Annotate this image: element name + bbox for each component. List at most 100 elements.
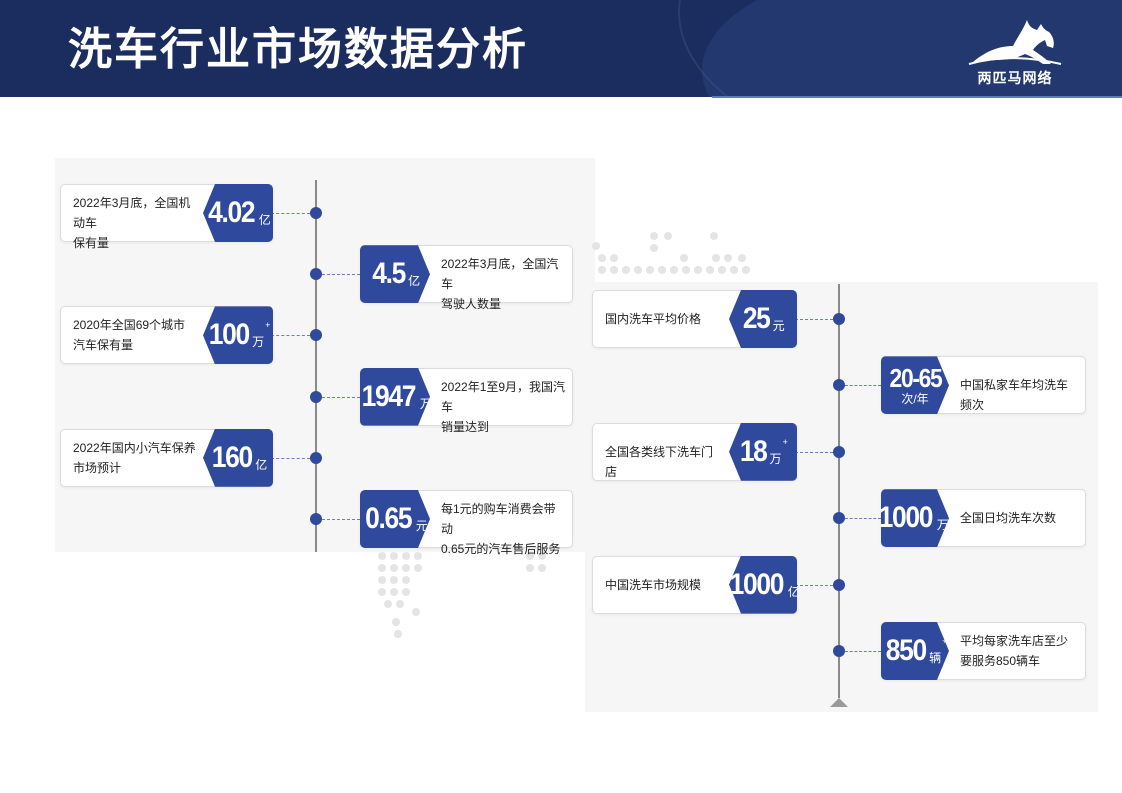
stat-number: 100 [208,318,249,352]
timeline-connector [795,451,833,453]
stat-label-line: 销量达到 [441,419,490,434]
timeline-node [310,513,322,525]
stat-label-line: 平均每家洗车店至少 [960,634,1069,648]
stat-label: 每1元的购车消费会带动 0.65元的汽车售后服务 [441,499,566,559]
stat-label-line: 全国日均洗车次数 [960,511,1057,526]
stat-plus-mark: + [265,320,271,331]
stat-label: 2022年3月底，全国汽车驾驶人数量 [441,254,566,314]
timeline-axis [315,180,317,552]
stat-label-line: 中国私家车年均洗车频次 [960,378,1069,413]
timeline-arrow-icon [830,698,848,707]
horse-logo-icon [968,20,1062,65]
timeline-axis [838,284,840,698]
stat-plus-mark: + [782,436,788,447]
timeline-connector [845,518,881,520]
stat-label-line: 2022年1至9月，我国汽车 [441,379,566,414]
stat-unit: 元 [415,519,428,533]
stat-label: 平均每家洗车店至少要服务850辆车 [960,631,1079,671]
stat-unit: 次/年 [901,392,929,407]
stat-unit: 万 [252,335,265,350]
stat-unit: 元 [772,319,785,333]
stat-label-line: 2022年3月底，全国汽车 [441,257,559,292]
timeline-connector [795,584,833,586]
logo-text: 两匹马网络 [977,70,1053,86]
stat-label-line: 每1元的购车消费会带动 [441,502,556,536]
timeline-node [310,451,322,464]
timeline-connector [845,385,881,387]
stat-label-line: 保有量 [73,236,110,250]
timeline-node [833,313,845,325]
stat-label-line: 中国洗车市场规模 [605,577,702,592]
timeline-node [310,329,322,342]
stat-unit: 亿 [255,457,268,472]
timeline-connector [271,457,310,459]
stat-label: 中国洗车市场规模 [605,575,722,595]
timeline-node [833,445,845,458]
header-rule [712,96,1122,98]
stat-label: 2022年1至9月，我国汽车销量达到 [441,377,566,437]
stat-label-line: 2020年全国69个城市 [73,318,186,333]
header-wave-decoration [702,0,1122,97]
stat-unit: 万 [936,518,949,533]
timeline-node [833,645,845,657]
timeline-node [310,207,322,219]
timeline-node [310,268,322,281]
stat-number: 850 [885,634,926,667]
stat-number: 4.02 [208,196,255,229]
timeline-connector [845,651,881,652]
stat-number: 160 [211,440,252,474]
stat-number: 4.5 [372,257,405,291]
stat-label-line: 全国各类线下洗车门店 [605,444,714,479]
stat-number: 20-65 [889,363,941,394]
stat-label: 2020年全国69个城市汽车保有量 [73,315,196,355]
stat-unit: 万 [419,396,432,411]
stat-label-line: 2022年3月底，全国机动车 [73,196,191,230]
brand-logo: 两匹马网络 [960,16,1070,90]
stat-label-line: 国内洗车平均价格 [605,312,702,326]
timeline-connector [322,519,360,520]
page-title: 洗车行业市场数据分析 [68,25,528,74]
timeline-connector [271,213,310,214]
stat-label: 中国私家车年均洗车频次 [960,375,1079,415]
stat-number: 25 [743,302,771,335]
stat-number: 1000 [878,501,933,535]
timeline-node [833,578,845,591]
stat-label: 2022年3月底，全国机动车保有量 [73,193,196,253]
timeline-connector [322,274,360,276]
stat-label: 全国各类线下洗车门店 [605,442,722,482]
stat-unit: 亿 [787,584,800,599]
timeline-connector [795,319,833,320]
stat-number: 1000 [729,567,785,601]
stat-plus-mark: + [949,503,956,514]
stat-number: 18 [739,434,768,468]
timeline-node [833,379,845,392]
stat-unit: 万 [769,451,782,466]
stat-label-line: 0.65元的汽车售后服务 [441,542,561,556]
timeline-connector [322,396,360,398]
stat-label-line: 驾驶人数量 [441,297,502,312]
stat-label-line: 2022年国内小汽车保养 [73,440,196,455]
timeline-node [310,390,322,403]
timeline-node [833,512,845,525]
stat-plus-mark: + [942,636,948,646]
